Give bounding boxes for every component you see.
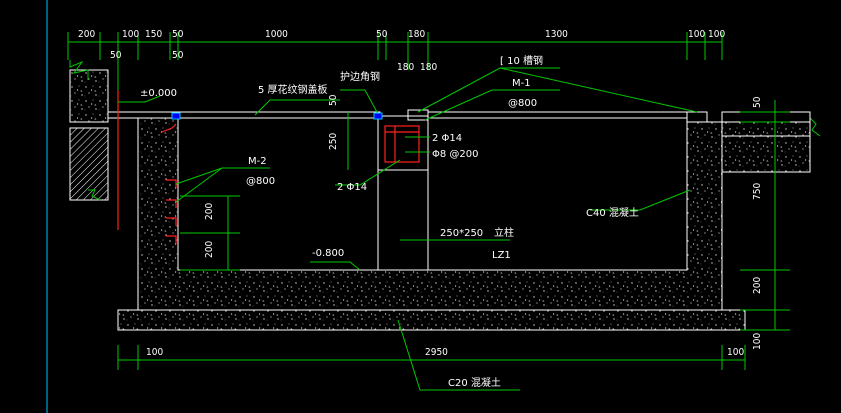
- m1-spacing: @800: [508, 98, 537, 109]
- angle-steel-label: 护边角钢: [340, 70, 380, 83]
- dim-180b: 180: [397, 62, 414, 73]
- dim-sub-180: 180: [420, 62, 437, 73]
- m2-label: M-2: [248, 156, 267, 167]
- dim-100: 100: [122, 29, 139, 40]
- column-name-label: 立柱: [494, 226, 514, 239]
- dim-right-200: 200: [752, 277, 763, 294]
- stirrup-label: Φ8 @200: [432, 149, 479, 160]
- column-code-label: LZ1: [492, 250, 511, 261]
- dim-inner-50: 50: [328, 94, 339, 106]
- rebar-top-label: 2 Φ14: [432, 133, 462, 144]
- break-line-left-bottom: [88, 189, 101, 201]
- channel-steel-2: [686, 111, 708, 123]
- column-size-label: 250*250: [440, 228, 483, 239]
- dim-100b: 100: [688, 29, 705, 40]
- dim-sub-50b: 50: [172, 50, 184, 61]
- wall-concrete-label: C40 混凝土: [586, 206, 639, 219]
- dim-100c: 100: [708, 29, 725, 40]
- wall-hatch-left: [69, 127, 109, 201]
- elev-zero: ±0.000: [140, 88, 177, 99]
- cover-plate-left: [107, 111, 381, 119]
- dim-180: 180: [408, 29, 425, 40]
- base-slab: [117, 309, 746, 331]
- dim-bottom-2950: 2950: [425, 347, 448, 358]
- channel-steel-1: [407, 109, 429, 121]
- rebar-cage: [117, 90, 420, 244]
- dim-inner-250: 250: [328, 133, 339, 150]
- dim-1000: 1000: [265, 29, 288, 40]
- dim-bottom-100b: 100: [727, 347, 744, 358]
- dim-right-50: 50: [752, 96, 763, 108]
- base-concrete-label: C20 混凝土: [448, 376, 501, 389]
- dim-50b: 50: [376, 29, 388, 40]
- leader-lines: [118, 67, 698, 391]
- dim-200: 200: [78, 29, 95, 40]
- floor-slab-right: [721, 111, 811, 123]
- soil-right: [721, 121, 811, 173]
- m1-label: M-1: [512, 78, 531, 89]
- break-line-left: [69, 60, 89, 80]
- dim-1300: 1300: [545, 29, 568, 40]
- dimension-lines: [67, 32, 790, 370]
- m2-spacing: @800: [246, 176, 275, 187]
- annotation-texts: ±0.000 -0.800 5 厚花纹钢盖板 护边角钢 [ 10 槽钢 M-1 …: [140, 54, 639, 389]
- cover-plate-label: 5 厚花纹钢盖板: [258, 83, 328, 96]
- dimension-texts: 200 100 150 50 1000 50 180 180 1300 100 …: [78, 29, 763, 358]
- break-line-right: [809, 117, 821, 137]
- rebar-bottom-label: 2 Φ14: [337, 182, 367, 193]
- dim-inner-200b: 200: [204, 241, 215, 258]
- channel-steel-label: [ 10 槽钢: [500, 54, 543, 67]
- soil-left: [69, 69, 109, 123]
- dim-50: 50: [172, 29, 184, 40]
- dim-bottom-100a: 100: [146, 347, 163, 358]
- dim-right-750: 750: [752, 183, 763, 200]
- dim-inner-200a: 200: [204, 203, 215, 220]
- elev-bottom: -0.800: [312, 248, 344, 259]
- dim-right-100: 100: [752, 333, 763, 350]
- angle-steel-left: [171, 112, 181, 120]
- column-lz1: [377, 115, 429, 271]
- dim-150: 150: [145, 29, 162, 40]
- dim-sub-50a: 50: [110, 50, 122, 61]
